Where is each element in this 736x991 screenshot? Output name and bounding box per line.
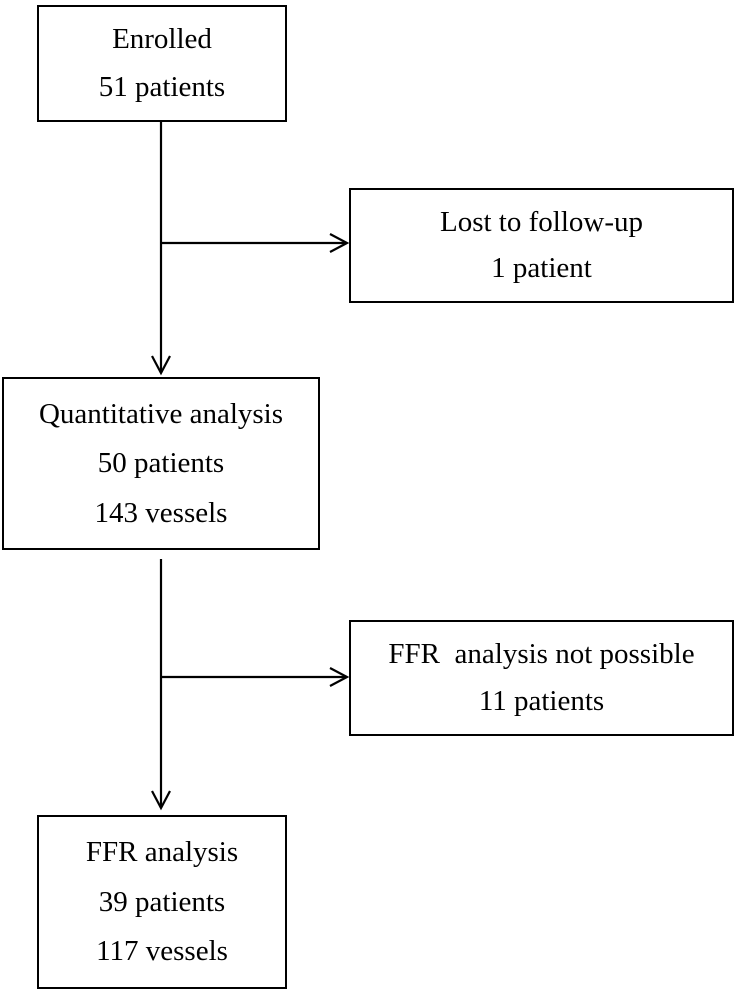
lost-to-follow-up-title: Lost to follow-up bbox=[440, 205, 643, 238]
enrolled-box: Enrolled 51 patients bbox=[37, 5, 287, 122]
ffr-not-possible-patients: 11 patients bbox=[478, 685, 605, 717]
arrowhead-ffr-not-possible bbox=[329, 667, 350, 687]
ffr-analysis-box: FFR analysis 39 patients 117 vessels bbox=[37, 815, 287, 989]
lost-to-follow-up-box: Lost to follow-up 1 patient bbox=[349, 188, 734, 303]
quantitative-analysis-box: Quantitative analysis 50 patients 143 ve… bbox=[2, 377, 320, 550]
enrolled-title: Enrolled bbox=[112, 23, 212, 56]
ffr-analysis-vessels: 117 vessels bbox=[96, 935, 228, 968]
ffr-analysis-patients: 39 patients bbox=[98, 885, 226, 918]
arrowhead-ffr bbox=[151, 790, 171, 811]
enrolled-patients: 51 patients bbox=[98, 70, 226, 103]
quantitative-analysis-vessels: 143 vessels bbox=[94, 496, 228, 529]
arrowhead-quantitative bbox=[151, 355, 171, 376]
ffr-analysis-title: FFR analysis bbox=[85, 835, 239, 868]
ffr-not-possible-title: FFR analysis not possible bbox=[388, 638, 695, 670]
quantitative-analysis-patients: 50 patients bbox=[97, 447, 225, 479]
quantitative-analysis-title: Quantitative analysis bbox=[38, 397, 284, 430]
lost-to-follow-up-patients: 1 patient bbox=[491, 252, 592, 285]
ffr-not-possible-box: FFR analysis not possible 11 patients bbox=[349, 620, 734, 736]
arrowhead-lost-follow-up bbox=[329, 233, 350, 253]
